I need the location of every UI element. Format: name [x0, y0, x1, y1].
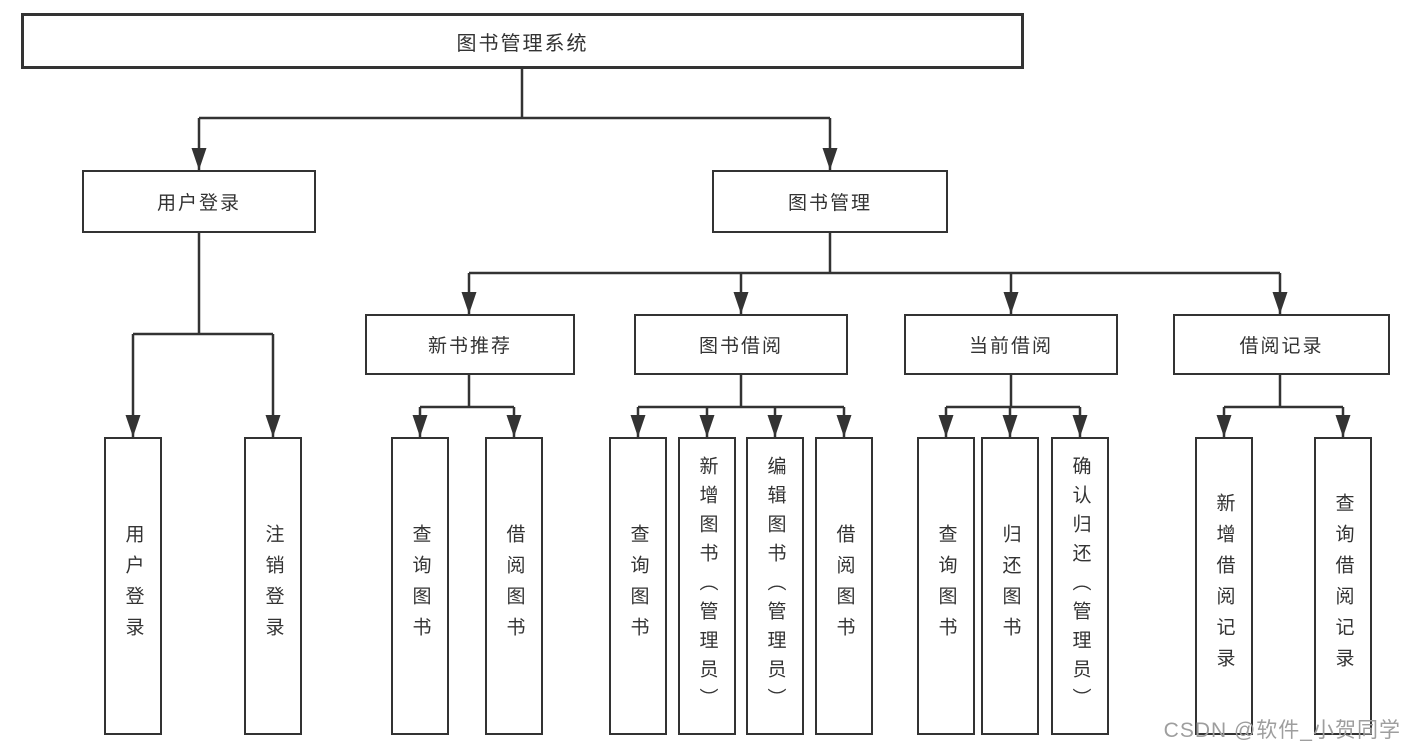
- node-borrow-record: 借阅记录: [1173, 314, 1390, 375]
- node-user-login: 用户登录: [82, 170, 316, 233]
- leaf-edit-books-admin: 编辑图书（管理员）: [746, 437, 804, 735]
- leaf-query-books-recommend: 查询图书: [391, 437, 449, 735]
- leaf-return-books-label: 归还图书: [999, 524, 1021, 648]
- leaf-return-books: 归还图书: [981, 437, 1039, 735]
- leaf-confirm-return-admin-label: 确认归还（管理员）: [1069, 455, 1091, 717]
- leaf-query-borrow-record: 查询借阅记录: [1314, 437, 1372, 735]
- leaf-user-login: 用户登录: [104, 437, 162, 735]
- node-book-borrow: 图书借阅: [634, 314, 848, 375]
- node-library-system-label: 图书管理系统: [456, 32, 589, 55]
- leaf-logout-label: 注销登录: [262, 524, 284, 648]
- node-borrow-record-label: 借阅记录: [1239, 336, 1324, 357]
- leaf-borrow-books-label: 借阅图书: [833, 524, 855, 648]
- leaf-confirm-return-admin: 确认归还（管理员）: [1051, 437, 1109, 735]
- connector-paths: [131, 69, 1345, 437]
- leaf-query-books-current-label: 查询图书: [935, 524, 957, 648]
- node-book-management-label: 图书管理: [787, 193, 872, 214]
- leaf-add-borrow-record: 新增借阅记录: [1195, 437, 1253, 735]
- leaf-query-books-current: 查询图书: [917, 437, 975, 735]
- csdn-watermark: CSDN @软件_小贺同学: [1163, 719, 1401, 742]
- arrowheads: [125, 148, 1351, 437]
- leaf-borrow-books-recommend-label: 借阅图书: [503, 524, 525, 648]
- node-current-borrow-label: 当前借阅: [968, 336, 1053, 357]
- leaf-borrow-books-recommend: 借阅图书: [485, 437, 543, 735]
- node-new-book-recommend: 新书推荐: [365, 314, 575, 375]
- leaf-query-borrow-record-label: 查询借阅记录: [1332, 493, 1354, 679]
- node-library-system: 图书管理系统: [21, 13, 1024, 69]
- node-book-borrow-label: 图书借阅: [698, 336, 783, 357]
- leaf-logout: 注销登录: [244, 437, 302, 735]
- node-book-management: 图书管理: [712, 170, 948, 233]
- leaf-user-login-label: 用户登录: [122, 524, 144, 648]
- leaf-query-books-recommend-label: 查询图书: [409, 524, 431, 648]
- leaf-add-borrow-record-label: 新增借阅记录: [1213, 493, 1235, 679]
- leaf-borrow-books: 借阅图书: [815, 437, 873, 735]
- leaf-query-books-borrow: 查询图书: [609, 437, 667, 735]
- node-current-borrow: 当前借阅: [904, 314, 1118, 375]
- leaf-add-books-admin-label: 新增图书（管理员）: [696, 455, 718, 717]
- leaf-query-books-borrow-label: 查询图书: [627, 524, 649, 648]
- node-user-login-label: 用户登录: [156, 193, 241, 214]
- node-new-book-recommend-label: 新书推荐: [427, 336, 512, 357]
- leaf-add-books-admin: 新增图书（管理员）: [678, 437, 736, 735]
- leaf-edit-books-admin-label: 编辑图书（管理员）: [764, 455, 786, 717]
